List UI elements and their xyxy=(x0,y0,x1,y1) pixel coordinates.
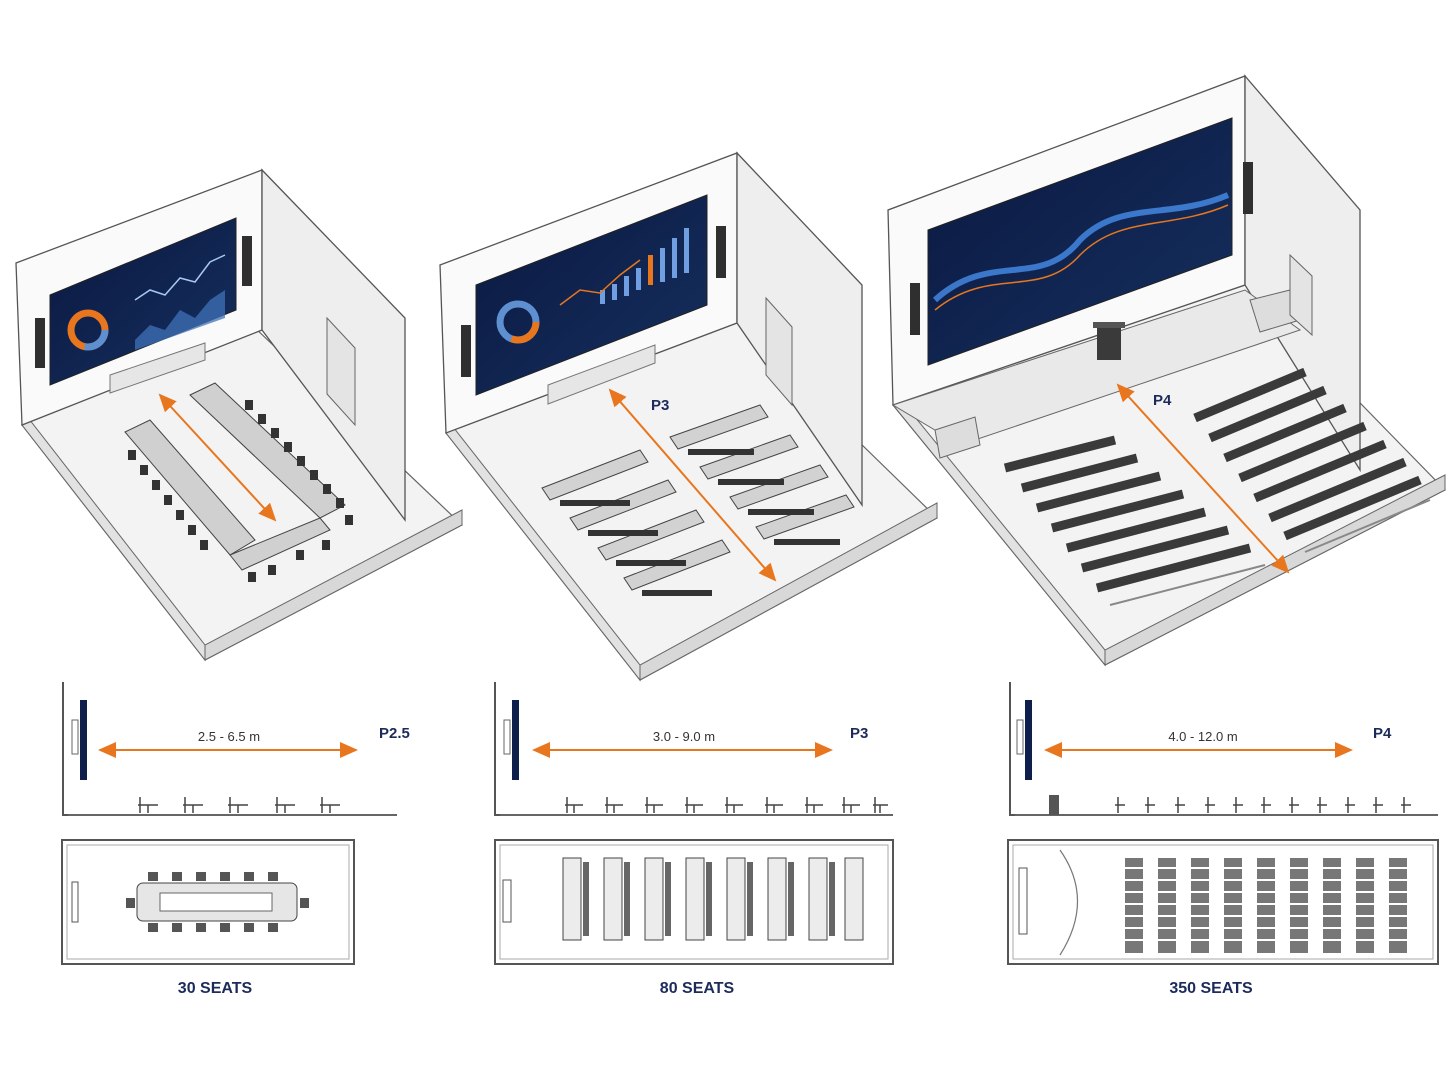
speaker-icon xyxy=(1243,162,1253,214)
pitch-label-iso: P4 xyxy=(1153,392,1172,409)
chair-icon xyxy=(1115,797,1411,813)
pitch-label-iso: P3 xyxy=(651,397,669,414)
bar-chart-graphic xyxy=(600,228,689,304)
speaker-icon xyxy=(716,226,726,278)
chair-icon xyxy=(565,797,888,813)
viewing-distance-arrow xyxy=(158,393,277,522)
table-icon xyxy=(562,857,864,941)
led-wall-icon xyxy=(502,879,512,923)
seats-label: 80 SEATS xyxy=(660,980,735,997)
viewing-distance-arrow xyxy=(1116,383,1290,574)
viewing-distance-arrow xyxy=(608,388,777,582)
credenza xyxy=(547,344,656,405)
floor-plan-3: 350 SEATS xyxy=(1007,839,1439,997)
line-chart-graphic xyxy=(134,254,226,301)
seats-label: 350 SEATS xyxy=(1169,980,1253,997)
speaker-icon xyxy=(461,325,471,377)
side-elevation-1: 2.5 - 6.5 m P2.5 xyxy=(62,682,410,816)
speaker-icon xyxy=(910,283,920,335)
led-wall-icon xyxy=(80,700,87,780)
floor-plan-1: 30 SEATS xyxy=(61,839,355,997)
led-wall-icon xyxy=(1025,700,1032,780)
speaker-icon xyxy=(242,236,252,286)
room-2-isometric: P3 xyxy=(439,151,939,682)
distance-label: 4.0 - 12.0 m xyxy=(1168,729,1237,744)
stage-outline xyxy=(1059,849,1078,956)
led-wall-icon xyxy=(71,881,79,923)
led-wall-icon xyxy=(512,700,519,780)
distance-label: 2.5 - 6.5 m xyxy=(198,729,260,744)
room-1-isometric xyxy=(15,168,464,662)
door-icon xyxy=(326,316,356,427)
credenza xyxy=(109,342,206,394)
room-2-right-wall xyxy=(736,151,863,508)
chair-icon xyxy=(1125,858,1407,953)
wave-graphic xyxy=(932,192,1230,303)
door-icon xyxy=(765,296,793,407)
chair-icon xyxy=(583,862,835,936)
led-wall-icon xyxy=(1018,867,1028,935)
side-elevation-3: 4.0 - 12.0 m P4 xyxy=(1009,682,1438,816)
pitch-label: P2.5 xyxy=(379,725,410,742)
room-3-isometric: P4 xyxy=(887,74,1446,667)
distance-label: 3.0 - 9.0 m xyxy=(653,729,715,744)
seats-label: 30 SEATS xyxy=(178,980,253,997)
led-wall-icon xyxy=(475,194,708,396)
podium-icon xyxy=(1049,795,1059,815)
chair-icon xyxy=(126,872,309,932)
speaker-icon xyxy=(503,719,511,755)
door-icon xyxy=(1289,253,1313,337)
speaker-icon xyxy=(71,719,79,755)
speaker-icon xyxy=(35,318,45,368)
side-elevation-2: 3.0 - 9.0 m P3 xyxy=(494,682,893,816)
floor-plan-2: 80 SEATS xyxy=(494,839,894,997)
pitch-label: P4 xyxy=(1373,725,1392,742)
pitch-label: P3 xyxy=(850,725,868,742)
chair-icon xyxy=(138,797,340,813)
speaker-icon xyxy=(1016,719,1024,755)
podium-icon xyxy=(1097,325,1121,360)
